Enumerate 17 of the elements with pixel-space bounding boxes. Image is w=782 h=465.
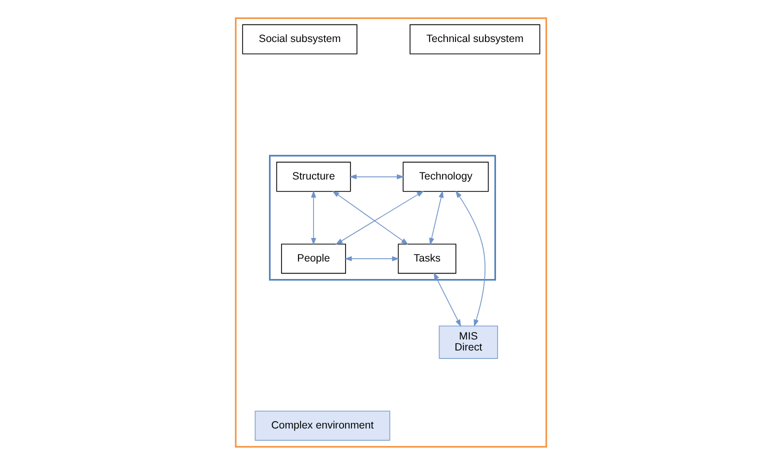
node-box: Structure bbox=[276, 162, 351, 192]
arrow bbox=[335, 190, 424, 245]
arrow bbox=[344, 256, 400, 262]
node-box: Tasks bbox=[398, 244, 456, 274]
arrow bbox=[332, 190, 408, 245]
node-box: MIS Direct bbox=[438, 326, 498, 359]
node-box: Social subsystem bbox=[242, 24, 358, 54]
node-box: Technical subsystem bbox=[410, 24, 540, 54]
arrow bbox=[434, 272, 462, 327]
cluster bbox=[234, 17, 548, 448]
arrow bbox=[311, 190, 316, 246]
node-box: Technology bbox=[402, 162, 489, 192]
arrow bbox=[429, 190, 444, 246]
arrow bbox=[455, 190, 486, 327]
node-box: People bbox=[281, 244, 346, 274]
node-box: Complex environment bbox=[254, 410, 390, 441]
arrow bbox=[349, 174, 404, 180]
